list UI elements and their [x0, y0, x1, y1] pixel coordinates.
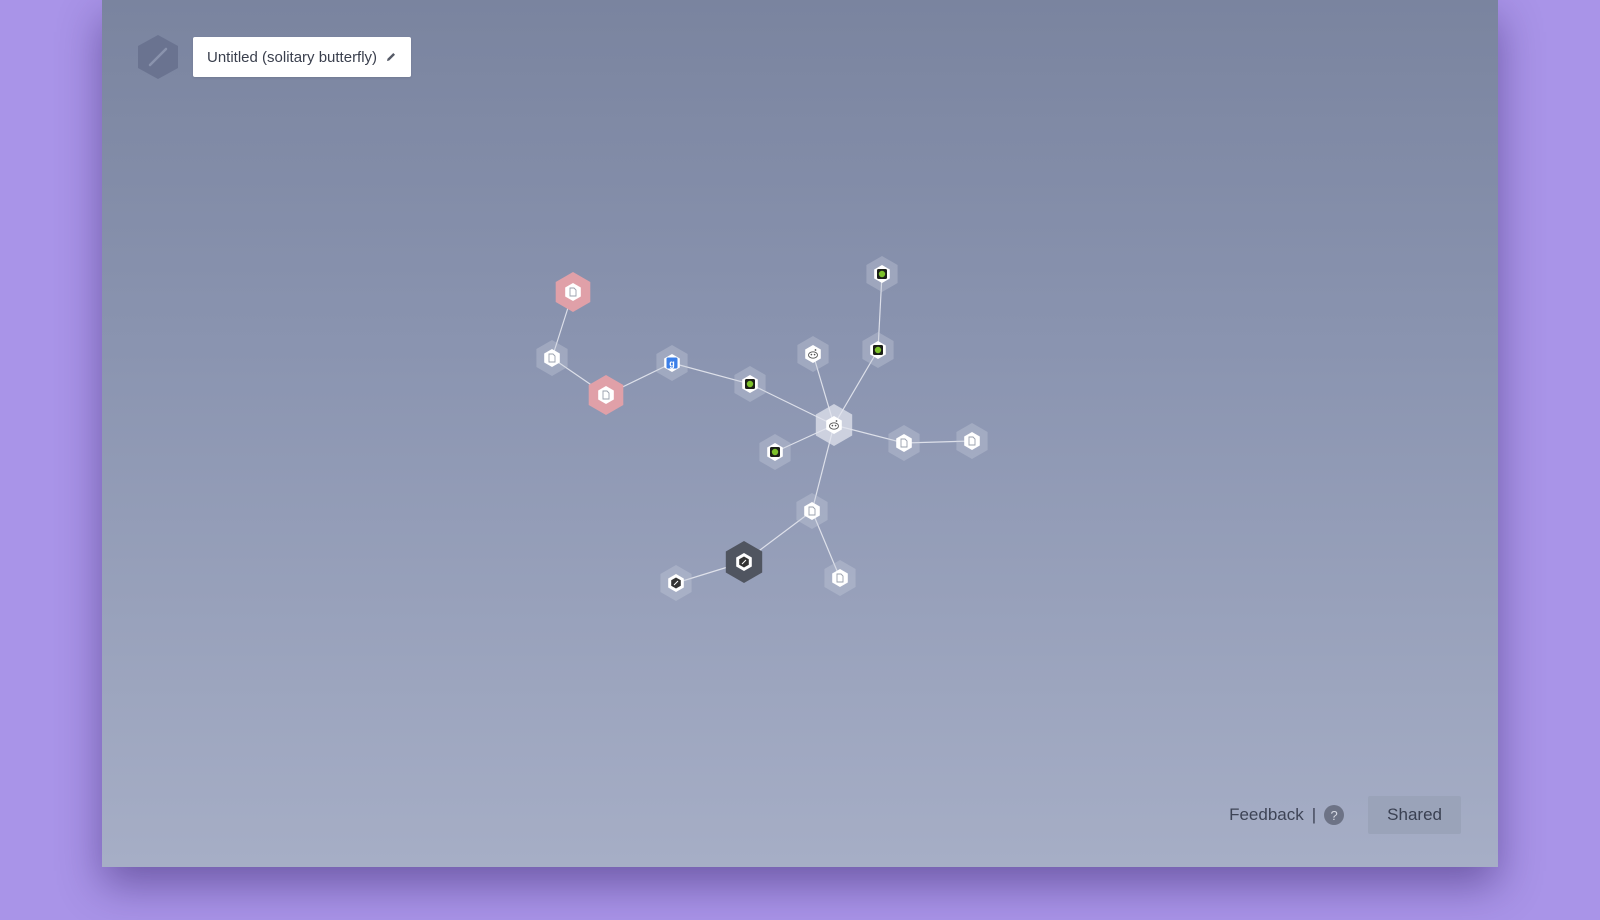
graph-node-reddit[interactable] [815, 404, 853, 446]
document-icon [836, 573, 844, 583]
feedback-link[interactable]: Feedback [1229, 805, 1304, 824]
node-graph-canvas[interactable]: g [102, 0, 1498, 867]
pencil-icon[interactable] [385, 51, 397, 63]
graph-node-green[interactable] [866, 256, 898, 292]
graph-edge [877, 273, 883, 351]
green-dot-icon [873, 345, 883, 355]
green-dot-icon [745, 379, 755, 389]
footer-separator: | [1311, 805, 1317, 824]
graph-node-green[interactable] [759, 434, 791, 470]
graph-node-green[interactable] [734, 366, 766, 402]
graph-node-google[interactable]: g [656, 345, 688, 381]
graph-edge [903, 440, 973, 444]
footer-bar: Feedback | ? Shared [1229, 796, 1461, 834]
document-title-field[interactable]: Untitled (solitary butterfly) [193, 37, 412, 77]
graph-node-edit[interactable] [725, 541, 763, 583]
document-icon [548, 353, 556, 363]
green-dot-icon [877, 269, 887, 279]
graph-node-doc[interactable] [796, 493, 828, 529]
document-icon [968, 436, 976, 446]
graph-node-doc[interactable] [824, 560, 856, 596]
document-icon [569, 287, 577, 297]
document-title: Untitled (solitary butterfly) [207, 48, 378, 66]
graph-edge [811, 510, 841, 579]
graph-node-doc[interactable] [555, 272, 591, 312]
svg-text:g: g [669, 359, 675, 369]
document-icon [900, 438, 908, 448]
graph-node-doc[interactable] [536, 340, 568, 376]
graph-node-reddit[interactable] [797, 336, 829, 372]
graph-node-doc[interactable] [888, 425, 920, 461]
logo-icon[interactable] [136, 33, 180, 81]
green-dot-icon [770, 447, 780, 457]
app-window: Untitled (solitary butterfly) g Feedback… [102, 0, 1498, 867]
document-icon [808, 506, 816, 516]
help-icon[interactable]: ? [1324, 805, 1345, 825]
edit-hexagon-icon [739, 556, 749, 568]
reddit-icon [808, 349, 818, 359]
document-icon [602, 390, 610, 400]
google-icon: g [666, 357, 678, 369]
graph-node-green[interactable] [862, 332, 894, 368]
reddit-icon [829, 420, 839, 430]
graph-node-doc[interactable] [588, 375, 624, 415]
graph-node-edit[interactable] [660, 565, 692, 601]
graph-node-doc[interactable] [956, 423, 988, 459]
graph-edge [671, 362, 751, 385]
edit-hexagon-icon [671, 577, 681, 589]
shared-button[interactable]: Shared [1368, 796, 1461, 834]
